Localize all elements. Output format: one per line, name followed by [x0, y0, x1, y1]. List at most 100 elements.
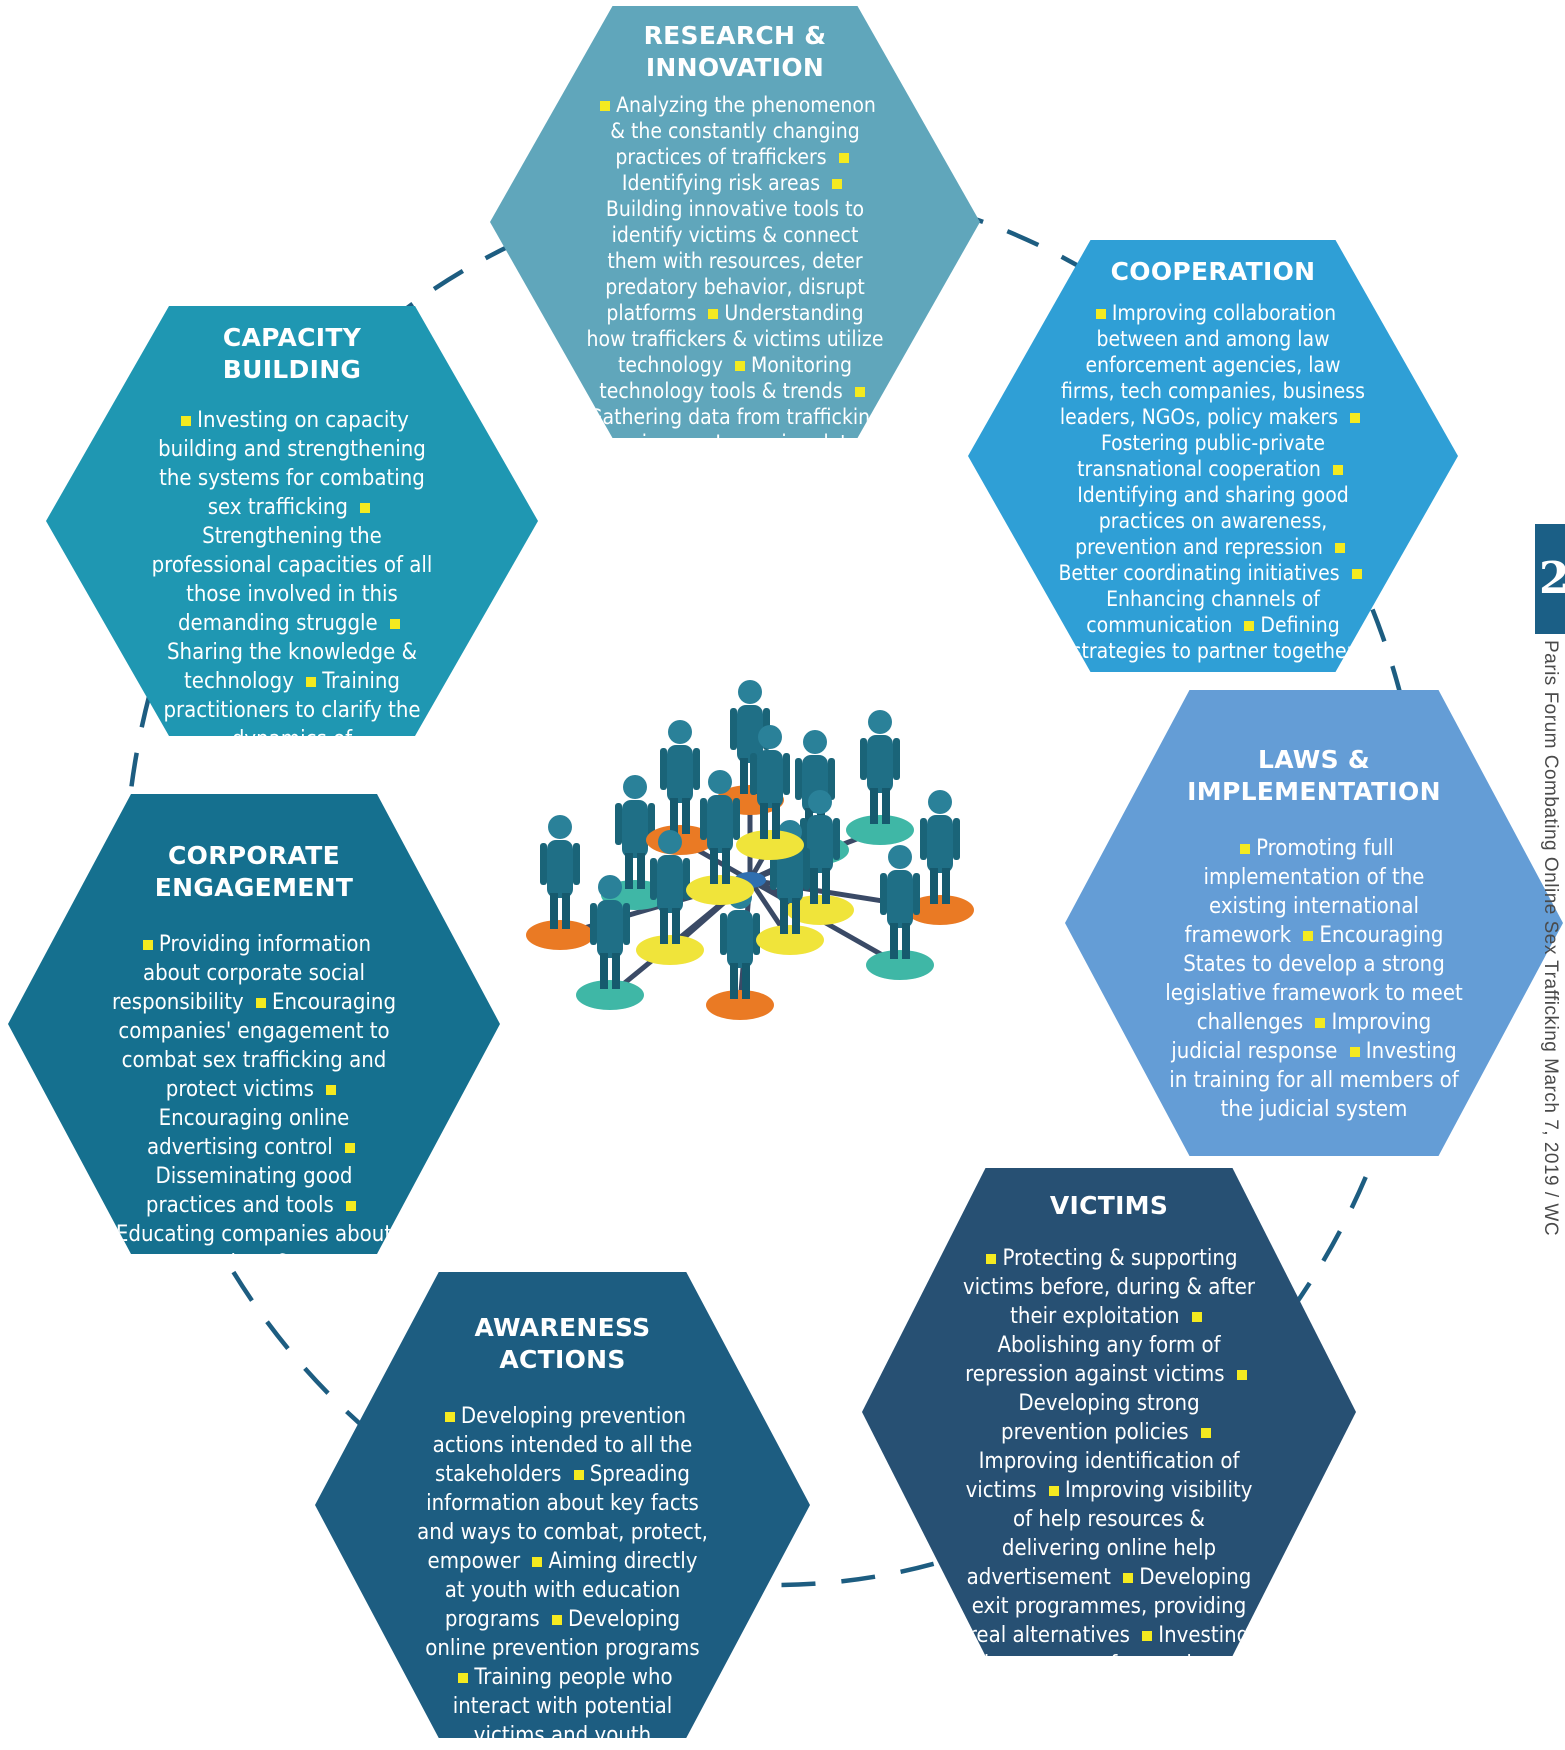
person-leg — [882, 788, 890, 824]
hex-list-item: Developing prevention actions intended t… — [432, 1404, 693, 1487]
bullet-marker-icon — [142, 939, 153, 950]
hex-items: Analyzing the phenomenon & the constantl… — [586, 92, 884, 455]
bullet-marker-icon — [1048, 1485, 1059, 1496]
person-arm — [660, 748, 667, 790]
bullet-marker-icon — [1240, 843, 1251, 854]
person-arm — [573, 843, 580, 885]
hex-list-item: Training people who interact with potent… — [452, 1665, 673, 1748]
hex-list-item: Educating companies about proven pratice… — [114, 1222, 394, 1276]
hex-list-item: Improving judicial response — [1171, 1010, 1432, 1064]
hex-list-item: Fostering public-private transnational c… — [1077, 431, 1325, 481]
person-leg — [660, 908, 668, 944]
hex-title: VICTIMS — [1049, 1191, 1169, 1220]
person-body — [727, 910, 753, 968]
hex-list-item: Improving datas — [715, 431, 869, 455]
person-arm — [828, 758, 835, 800]
bullet-marker-icon — [1236, 1369, 1247, 1380]
person-arm — [700, 798, 707, 840]
person-leg — [780, 898, 788, 934]
hex-items: Promoting full implementation of the exi… — [1165, 834, 1463, 1124]
person-arm — [920, 818, 927, 860]
person-head — [758, 725, 782, 749]
person-leg — [902, 923, 910, 959]
person-arm — [650, 858, 657, 900]
person-leg — [772, 803, 780, 839]
person-body — [927, 815, 953, 873]
person-base — [756, 925, 824, 955]
bullet-marker-icon — [444, 1411, 455, 1422]
person-body — [622, 800, 648, 858]
people-network-illustration — [526, 680, 974, 1020]
person-body — [707, 795, 733, 853]
hex-research-innovation: RESEARCH & INNOVATION Analyzing the phen… — [490, 6, 980, 438]
person-arm — [880, 873, 887, 915]
hex-victims: VICTIMS Protecting & supporting victims … — [862, 1168, 1356, 1656]
hex-list-item: Improving identification of victims — [965, 1449, 1240, 1503]
bullet-marker-icon — [390, 618, 401, 629]
person-head — [668, 720, 692, 744]
hex-list-item: Promoting full implementation of the exi… — [1184, 836, 1425, 948]
bullet-marker-icon — [1244, 620, 1255, 631]
hex-items: Developing prevention actions intended t… — [415, 1402, 710, 1748]
hex-list-item: Monitoring technology tools & trends — [599, 353, 852, 403]
person-body — [547, 840, 573, 898]
bullet-marker-icon — [854, 386, 865, 397]
person-leg — [760, 803, 768, 839]
bullet-marker-icon — [181, 415, 192, 426]
person-base — [636, 935, 704, 965]
bullet-marker-icon — [1349, 1046, 1360, 1057]
person-body — [597, 900, 623, 958]
person-arm — [590, 903, 597, 945]
person-arm — [783, 753, 790, 795]
hex-items: Investing on capacity building and stren… — [146, 406, 438, 781]
person-head — [868, 710, 892, 734]
bullet-marker-icon — [1334, 542, 1345, 553]
person-body — [867, 735, 893, 793]
hex-list-item: Improving collaboration between and amon… — [1059, 301, 1365, 429]
bullet-marker-icon — [1095, 308, 1106, 319]
bullet-marker-icon — [346, 1200, 357, 1211]
person-leg — [740, 758, 748, 794]
person-leg — [550, 893, 558, 929]
hex-title: LAWS & IMPLEMENTATION — [1187, 745, 1441, 806]
hex-laws-implementation: LAWS & IMPLEMENTATION Promoting full imp… — [1065, 690, 1563, 1156]
person-base — [906, 895, 974, 925]
person-leg — [670, 798, 678, 834]
person-leg — [562, 893, 570, 929]
hex-list-item: Encouraging online advertising control — [146, 1106, 350, 1160]
bullet-marker-icon — [1200, 1427, 1211, 1438]
hex-list-item: Providing information about corporate so… — [111, 932, 372, 1015]
bullet-marker-icon — [1191, 1311, 1202, 1322]
person-leg — [637, 853, 645, 889]
person-head — [803, 730, 827, 754]
person-head — [658, 830, 682, 854]
page-number-tab: 2 — [1535, 524, 1565, 634]
hex-list-item: Enhancing channels of communication — [1086, 587, 1320, 637]
person-head — [708, 770, 732, 794]
person-arm — [623, 903, 630, 945]
person-arm — [615, 803, 622, 845]
hex-title: COOPERATION — [1110, 257, 1316, 286]
person-arm — [750, 753, 757, 795]
bullet-marker-icon — [1315, 1017, 1326, 1028]
hex-list-item: Encouraging States to develop a strong l… — [1165, 923, 1463, 1035]
person-leg — [870, 788, 878, 824]
person-arm — [893, 738, 900, 780]
hex-items: Protecting & supporting victims before, … — [962, 1244, 1256, 1677]
bullet-marker-icon — [345, 1142, 356, 1153]
hex-list-item: Training practitioners to clarify the dy… — [159, 669, 425, 781]
person-base — [526, 920, 594, 950]
person-arm — [953, 818, 960, 860]
hex-title: RESEARCH & INNOVATION — [643, 21, 827, 82]
person-leg — [810, 868, 818, 904]
hex-list-item: Identifying and sharing good practices o… — [1075, 483, 1349, 559]
hex-list-item: Investing in resources for survivors — [983, 1623, 1250, 1677]
person-body — [737, 705, 763, 763]
person-leg — [942, 868, 950, 904]
hex-list-item: Sharing the knowledge & technology — [166, 640, 418, 694]
hex-list-item: Aiming directly at youth with education … — [444, 1549, 698, 1632]
person-leg — [722, 848, 730, 884]
person-arm — [693, 748, 700, 790]
person-head — [548, 815, 572, 839]
bullet-marker-icon — [573, 1469, 584, 1480]
